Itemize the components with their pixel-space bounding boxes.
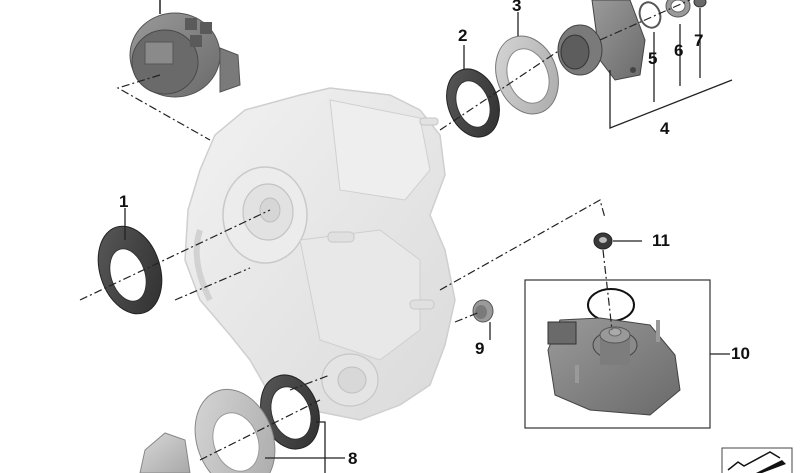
callout-9: 9: [475, 339, 485, 358]
callout-6: 6: [674, 41, 684, 60]
part-9-plug-icon: [472, 299, 494, 323]
callout-5: 5: [648, 49, 658, 68]
part-6-washer-icon: [665, 0, 691, 18]
part-8-seal-and-cover-icon: [139, 374, 320, 473]
transfer-case-housing-icon: [184, 87, 456, 421]
callout-1: 1: [119, 192, 129, 211]
callout-4: 4: [660, 119, 670, 138]
part-3-radial-seal-icon: [495, 35, 559, 115]
part-7-nut-icon: [693, 0, 707, 8]
part-4-output-flange-icon: [557, 0, 646, 81]
part-2-seal-ring-icon: [446, 68, 500, 138]
leader-lines: [124, 8, 733, 473]
part-5-o-ring-icon: [638, 1, 662, 29]
callout-10: 10: [731, 344, 750, 363]
callout-2: 2: [458, 26, 468, 45]
callout-7: 7: [694, 31, 704, 50]
connector-housing-icon: [129, 12, 241, 98]
part-11-grommet-icon: [593, 232, 613, 250]
part-1-seal-ring-icon: [97, 225, 163, 315]
callout-8: 8: [348, 449, 358, 468]
part-10-actuator-motor-icon: [547, 317, 681, 416]
callout-11: 11: [652, 231, 670, 250]
diagram-navigation-icon[interactable]: [721, 447, 793, 473]
center-lines: [79, 0, 691, 461]
callout-3: 3: [512, 0, 522, 15]
